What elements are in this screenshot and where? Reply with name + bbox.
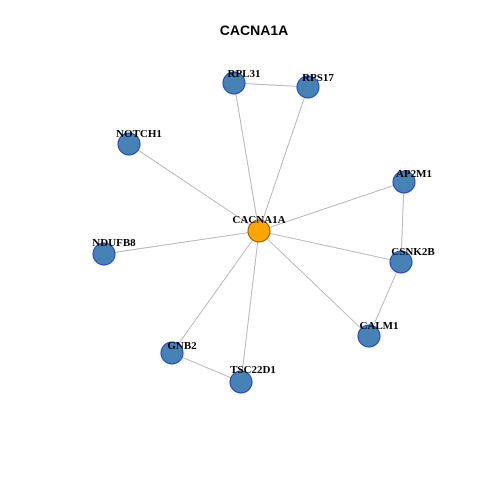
edge-cacna1a-rps17: [258, 86, 309, 232]
node-label-tsc22d1: TSC22D1: [230, 364, 276, 376]
node-calm1: [357, 324, 381, 348]
node-rpl31: [222, 71, 246, 95]
node-label-cacna1a: CACNA1A: [232, 214, 285, 226]
node-label-rpl31: RPL31: [228, 68, 261, 80]
node-label-ndufb8: NDUFB8: [92, 237, 136, 249]
edge-cacna1a-csnk2b: [258, 230, 402, 263]
edge-ap2m1-csnk2b: [400, 181, 405, 263]
node-layer: [92, 71, 416, 394]
node-rps17: [296, 75, 320, 99]
edge-cacna1a-calm1: [258, 230, 370, 337]
diagram-title: CACNA1A: [220, 22, 288, 38]
edge-cacna1a-ndufb8: [103, 230, 260, 255]
node-notch1: [117, 132, 141, 156]
edge-rpl31-rps17: [233, 82, 309, 88]
node-csnk2b: [389, 250, 413, 274]
edge-cacna1a-rpl31: [233, 82, 260, 232]
node-label-notch1: NOTCH1: [116, 128, 162, 140]
node-label-rps17: RPS17: [302, 72, 334, 84]
edge-layer: [103, 82, 405, 383]
node-label-gnb2: GNB2: [167, 340, 197, 352]
edge-gnb2-tsc22d1: [171, 352, 242, 383]
node-ndufb8: [92, 242, 116, 266]
node-label-ap2m1: AP2M1: [396, 168, 432, 180]
edge-cacna1a-tsc22d1: [240, 230, 260, 383]
edge-cacna1a-notch1: [128, 143, 260, 232]
node-label-calm1: CALM1: [359, 320, 398, 332]
edge-csnk2b-calm1: [368, 261, 402, 337]
label-layer: CACNA1A RPL31 RPS17NOTCH1AP2M1NDUFB8CSNK2B…: [92, 68, 435, 376]
node-tsc22d1: [229, 370, 253, 394]
node-cacna1a: [247, 219, 271, 243]
node-ap2m1: [392, 170, 416, 194]
edge-cacna1a-ap2m1: [258, 181, 405, 232]
node-label-csnk2b: CSNK2B: [391, 246, 435, 258]
node-gnb2: [160, 341, 184, 365]
edge-cacna1a-gnb2: [171, 230, 260, 354]
